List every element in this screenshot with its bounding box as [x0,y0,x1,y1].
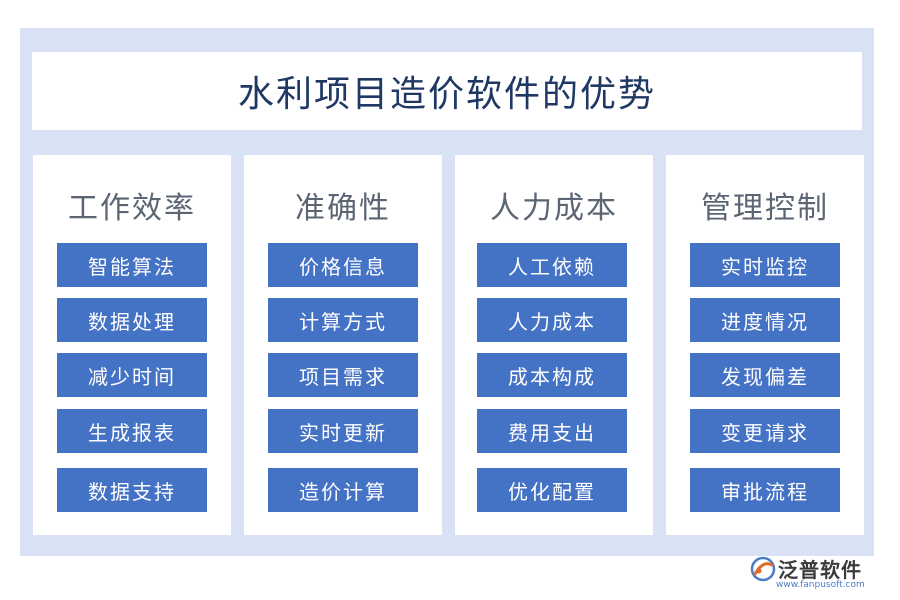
item-box: 造价计算 [268,468,418,512]
page-title: 水利项目造价软件的优势 [237,74,656,115]
item-box: 变更请求 [690,409,840,453]
brand-url[interactable]: www.fanpusoft.com [776,580,865,590]
item-box: 实时更新 [268,409,418,453]
item-box: 人力成本 [477,298,627,342]
item-box: 审批流程 [690,468,840,512]
brand-watermark: 泛普软件 www.fanpusoft.com [750,554,890,592]
column-management: 管理控制 实时监控 进度情况 发现偏差 变更请求 审批流程 [666,155,864,535]
fanpu-logo-icon [750,556,776,582]
item-box: 减少时间 [57,353,207,397]
item-box: 费用支出 [477,409,627,453]
item-box: 人工依赖 [477,243,627,287]
item-box: 智能算法 [57,243,207,287]
item-box: 项目需求 [268,353,418,397]
brand-name: 泛普软件 [778,558,862,582]
item-box: 数据处理 [57,298,207,342]
title-box: 水利项目造价软件的优势 [32,52,862,130]
item-box: 优化配置 [477,468,627,512]
column-heading: 管理控制 [701,191,829,226]
column-labor-cost: 人力成本 人工依赖 人力成本 成本构成 费用支出 优化配置 [455,155,653,535]
item-box: 成本构成 [477,353,627,397]
column-heading: 工作效率 [68,191,196,226]
column-efficiency: 工作效率 智能算法 数据处理 减少时间 生成报表 数据支持 [33,155,231,535]
item-box: 进度情况 [690,298,840,342]
item-box: 实时监控 [690,243,840,287]
column-heading: 人力成本 [490,191,618,226]
item-box: 生成报表 [57,409,207,453]
item-box: 价格信息 [268,243,418,287]
column-accuracy: 准确性 价格信息 计算方式 项目需求 实时更新 造价计算 [244,155,442,535]
column-heading: 准确性 [295,191,391,226]
item-box: 计算方式 [268,298,418,342]
item-box: 发现偏差 [690,353,840,397]
item-box: 数据支持 [57,468,207,512]
